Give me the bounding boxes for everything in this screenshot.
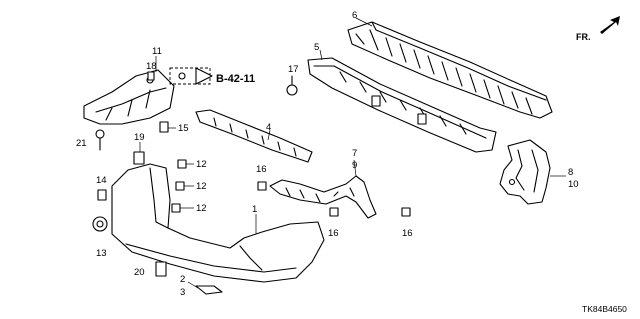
- front-direction-label: FR.: [576, 32, 591, 42]
- clip-16c-part: [401, 207, 411, 217]
- callout-10: 10: [568, 179, 579, 190]
- bolt-17-part: [286, 75, 298, 96]
- callout-2: 2: [180, 274, 185, 285]
- side-spacer-part: [83, 69, 175, 125]
- callout-16c: 16: [402, 228, 413, 239]
- clip-20-part: [155, 261, 167, 277]
- front-direction-arrow-icon: [600, 16, 620, 34]
- clip-16a-part: [257, 181, 267, 191]
- callout-15: 15: [178, 123, 189, 134]
- reference-arrow-icon: [169, 67, 213, 85]
- bumper-center-bracket-part: [269, 175, 377, 219]
- clip-18-part: [147, 71, 155, 81]
- callout-6: 6: [352, 10, 357, 21]
- grommet-13-part: [92, 216, 108, 232]
- callout-19: 19: [134, 132, 145, 143]
- screw-12b-part: [175, 181, 194, 191]
- callout-18: 18: [146, 61, 157, 72]
- clip-19-part: [133, 151, 145, 165]
- callout-3: 3: [180, 287, 185, 298]
- leader-6: [355, 17, 373, 27]
- callout-12b: 12: [196, 181, 207, 192]
- leader-5: [319, 49, 323, 61]
- clip-15-part: [159, 121, 169, 133]
- callout-20: 20: [134, 267, 145, 278]
- callout-21: 21: [76, 138, 87, 149]
- callout-5: 5: [314, 42, 319, 53]
- callout-11: 11: [152, 46, 162, 57]
- bumper-side-bracket-part: [499, 139, 551, 205]
- callout-7: 7: [352, 148, 357, 159]
- bumper-beam-part: [307, 57, 497, 153]
- reflector-trim-part: [195, 285, 223, 295]
- leader-7-9: [353, 159, 357, 177]
- callout-16b: 16: [328, 228, 339, 239]
- callout-14: 14: [96, 175, 107, 186]
- callout-1: 1: [252, 204, 257, 215]
- bumper-upper-trim-part: [195, 109, 313, 163]
- callout-17: 17: [288, 64, 299, 75]
- screw-12c-part: [171, 203, 194, 213]
- absorber-upper-part: [347, 21, 553, 119]
- leader-4: [267, 129, 271, 141]
- rear-bumper-face-part: [111, 163, 325, 283]
- callout-12a: 12: [196, 159, 207, 170]
- callout-12c: 12: [196, 203, 207, 214]
- callout-8: 8: [568, 167, 573, 178]
- diagram-code: TK84B4650: [582, 304, 627, 314]
- leader-2-3: [187, 281, 199, 289]
- screw-12a-part: [177, 159, 194, 169]
- callout-9: 9: [352, 160, 357, 171]
- reference-label: B-42-11: [216, 73, 255, 85]
- callout-13: 13: [96, 248, 107, 259]
- clip-21-part: [95, 129, 105, 151]
- callout-4: 4: [266, 122, 271, 133]
- clip-16b-part: [329, 207, 339, 217]
- clip-14-part: [97, 189, 107, 201]
- callout-16a: 16: [256, 164, 267, 175]
